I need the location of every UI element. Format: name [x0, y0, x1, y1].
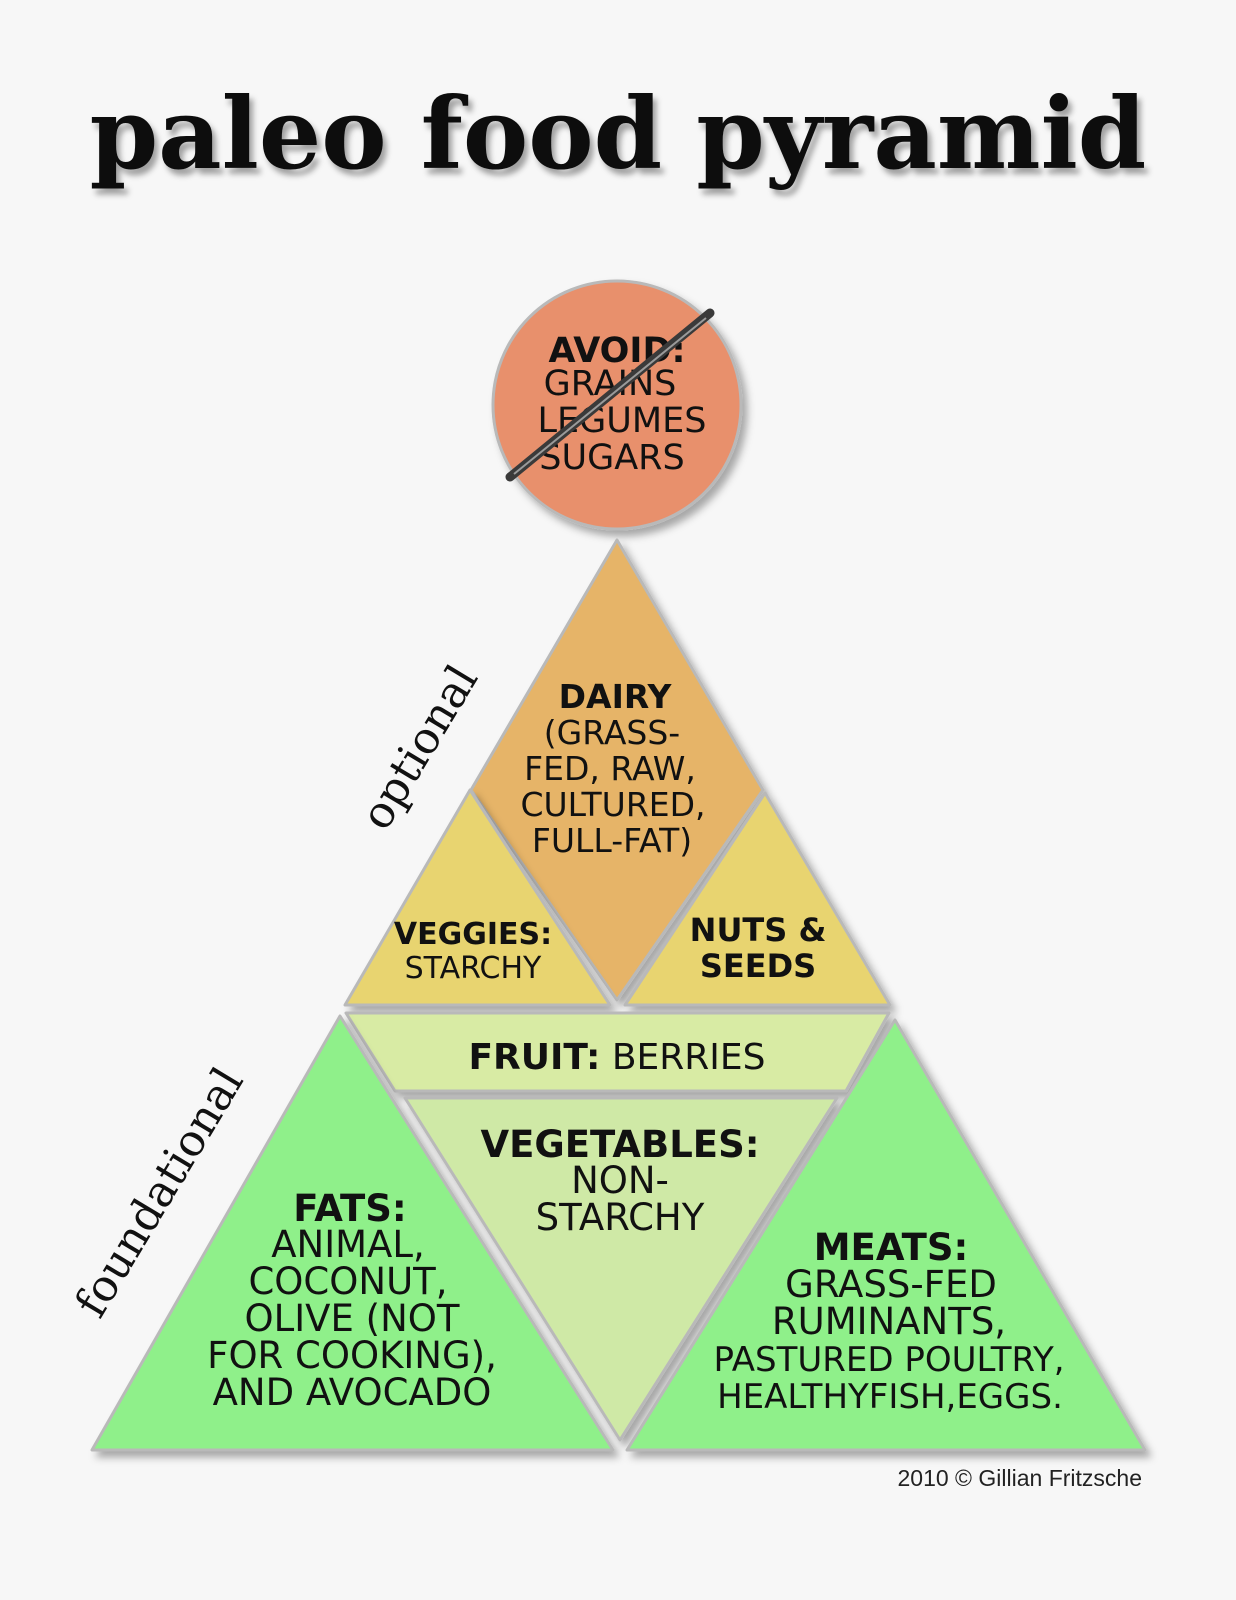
meats-triangle — [625, 1018, 1147, 1452]
avoid-group: AVOID: GRAINS LEGUMES SUGARS — [491, 279, 743, 531]
fats-line-1: ANIMAL, — [271, 1223, 425, 1266]
fruit-heading: FRUIT: — [468, 1037, 600, 1078]
fats-line-3: OLIVE (NOT — [245, 1297, 460, 1340]
fats-line-2: COCONUT, — [248, 1260, 447, 1303]
meats-heading: MEATS: — [814, 1226, 969, 1269]
vegetables-line-2: STARCHY — [536, 1196, 705, 1239]
veggies-starchy-heading: VEGGIES: — [394, 917, 552, 952]
meats-line-4: HEALTHYFISH,EGGS. — [717, 1377, 1063, 1417]
copyright-credit: 2010 © Gillian Fritzsche — [898, 1465, 1143, 1491]
fats-triangle — [90, 1014, 615, 1452]
veggies-starchy-line: STARCHY — [405, 951, 542, 986]
meats-line-3: PASTURED POULTRY, — [713, 1340, 1064, 1380]
fruit-band — [344, 1011, 891, 1093]
dairy-triangle — [469, 538, 765, 1002]
meats-line-2: RUMINANTS, — [772, 1300, 1006, 1343]
nuts-seeds-triangle — [623, 791, 892, 1007]
veggies-starchy-triangle — [343, 788, 612, 1007]
avoid-item-sugars: SUGARS — [539, 438, 684, 478]
vegetables-heading: VEGETABLES: — [480, 1123, 759, 1166]
avoid-strike-highlight — [513, 317, 707, 475]
fats-line-5: AND AVOCADO — [213, 1371, 492, 1414]
dairy-heading: DAIRY — [559, 677, 673, 716]
fats-heading: FATS: — [293, 1187, 406, 1230]
meats-line-1: GRASS-FED — [785, 1263, 997, 1306]
page-title: paleo food pyramid — [90, 77, 1147, 192]
dairy-line-4: FULL-FAT) — [532, 821, 692, 860]
fats-line-4: FOR COOKING), — [207, 1334, 497, 1377]
fruit-detail: BERRIES — [600, 1037, 765, 1078]
dairy-line-1: (GRASS- — [544, 713, 680, 752]
dairy-line-3: CULTURED, — [520, 785, 705, 824]
dairy-line-2: FED, RAW, — [524, 749, 696, 788]
vegetables-line-1: NON- — [571, 1159, 669, 1202]
vegetables-triangle — [403, 1096, 839, 1442]
nuts-seeds-heading: NUTS & — [690, 911, 827, 949]
nuts-seeds-line: SEEDS — [700, 947, 816, 985]
fruit-label: FRUIT: BERRIES — [468, 1037, 765, 1078]
